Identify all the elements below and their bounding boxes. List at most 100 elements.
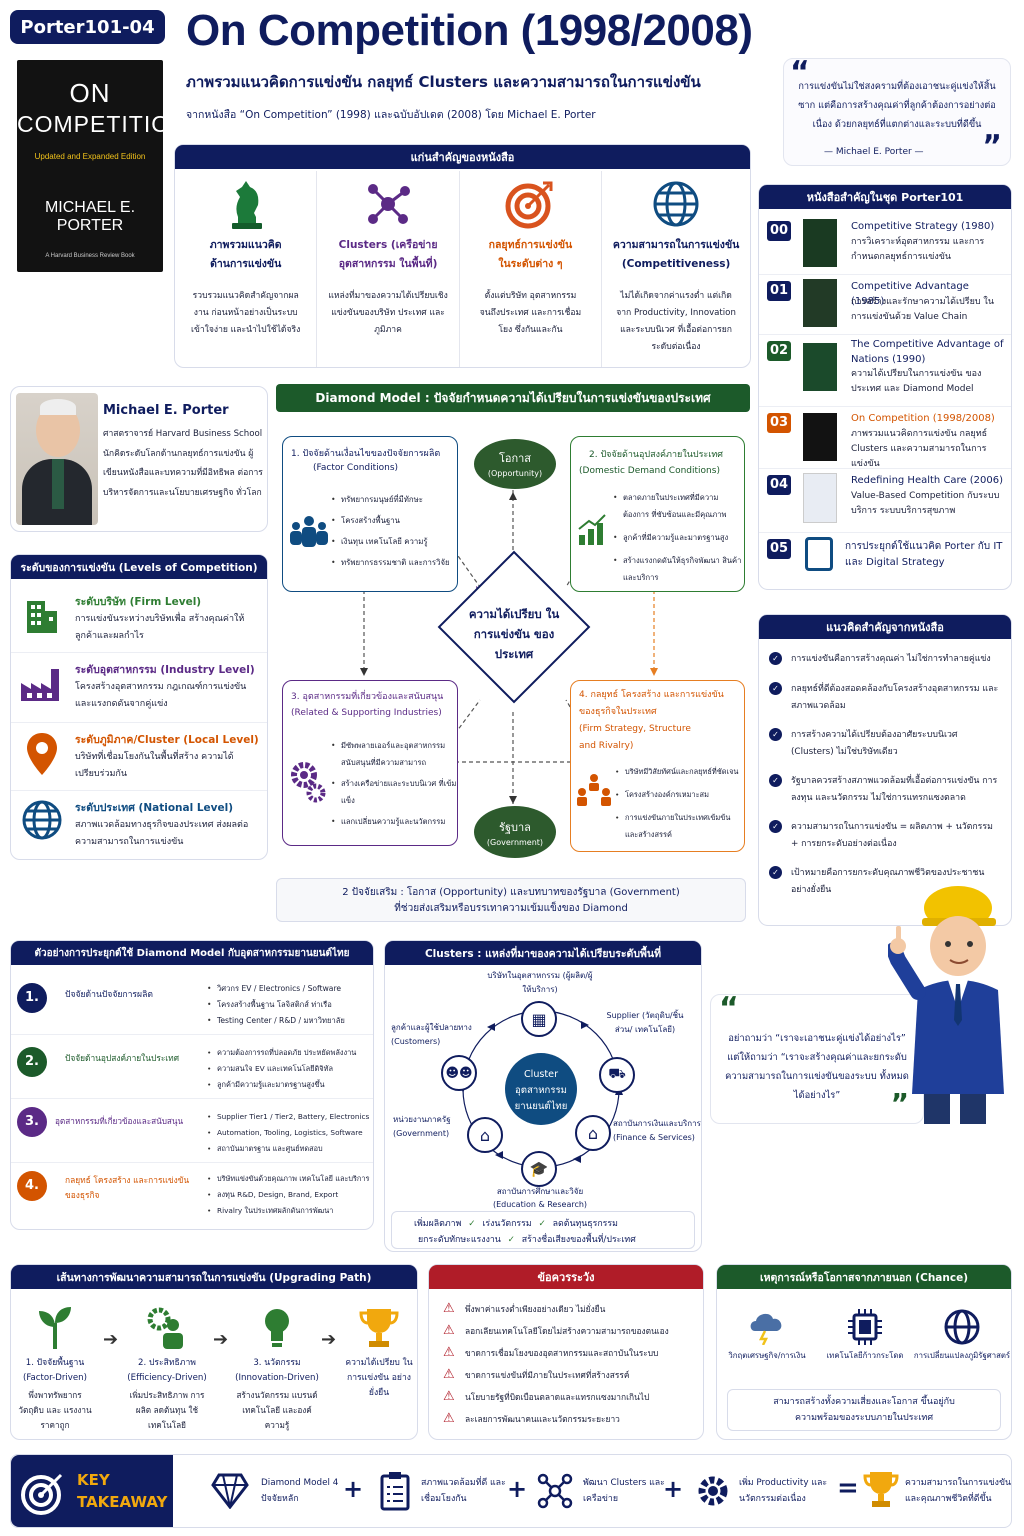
example-row: 3. อุตสาหกรรมที่เกี่ยวข้องและสนับสนุน Su…: [11, 1101, 373, 1163]
growth-chart-icon: [578, 514, 606, 545]
factor-item: โครงสร้างพื้นฐาน: [331, 510, 457, 531]
cautions-section: ข้อควรระวัง ⚠พึ่งพาค่าแรงต่ำเพียงอย่างเด…: [428, 1264, 704, 1440]
upgrade-step-desc: พึ่งพาทรัพยากร วัตถุดิบ และ แรงงานราคาถู…: [18, 1390, 92, 1430]
related-sub: (Related & Supporting Industries): [291, 708, 442, 718]
series-desc: ภาพรวมแนวคิดการแข่งขัน กลยุทธ์ Clusters …: [851, 429, 988, 469]
upgrade-section: เส้นทางการพัฒนาความสามารถในการแข่งขัน (U…: [10, 1264, 418, 1440]
chance-header: เหตุการณ์หรือโอกาสจากภายนอก (Chance): [717, 1265, 1011, 1289]
related-list: มีซัพพลายเออร์และอุตสาหกรรม สนับสนุนที่ม…: [331, 737, 457, 830]
demand-list: ตลาดภายในประเทศที่มีความต้องการ ที่ซับซ้…: [613, 489, 743, 586]
level-desc: การแข่งขันระหว่างบริษัทเพื่อ สร้างคุณค่า…: [75, 614, 245, 641]
book-thumb: [803, 473, 837, 523]
example-row-list: บริษัทแข่งขันด้วยคุณภาพ เทคโนโลยี และบริ…: [207, 1171, 373, 1219]
series-title: Redefining Health Care (2006): [851, 475, 1004, 486]
chance-item-label: เทคโนโลยีก้าวกระโดด: [826, 1351, 904, 1360]
example-item: โครงสร้างพื้นฐาน โลจิสติกส์ ท่าเรือ: [207, 997, 371, 1013]
core-item-title: Clusters (เครือข่ายอุตสาหกรรม ในพื้นที่): [338, 239, 438, 270]
strategy-sub: (Firm Strategy, Structure and Rivalry): [579, 724, 691, 751]
level-title: ระดับอุตสาหกรรม (Industry Level): [75, 664, 255, 676]
arrow-right-icon: ➔: [103, 1329, 119, 1350]
caution-item: ⚠ขาดการแข่งขันที่มีภายในประเทศที่สร้างสร…: [443, 1367, 630, 1382]
example-item: Testing Center / R&D / มหาวิทยาลัย: [207, 1013, 371, 1029]
takeaway-item: เพิ่ม Productivity และนวัตกรรมต่อเนื่อง: [695, 1471, 845, 1511]
benefit-item: สร้างชื่อเสียงของพื้นที่/ประเทศ: [521, 1235, 636, 1245]
chance-sub: (Opportunity): [487, 469, 543, 478]
series-title: Competitive Advantage (1985): [851, 281, 969, 307]
clusters-section: Clusters : แหล่งที่มาของความได้เปรียบระด…: [384, 940, 702, 1252]
core-item-strategy: กลยุทธ์การแข่งขัน ในระดับต่าง ๆ ตั้งแต่บ…: [460, 171, 603, 367]
example-item: สถาบันมาตรฐาน และศูนย์ทดสอบ: [207, 1141, 373, 1157]
series-title: Competitive Strategy (1980): [851, 221, 995, 232]
strategy-item: บริษัทมีวิสัยทัศน์และกลยุทธ์ที่ชัดเจน: [615, 763, 743, 780]
example-row-list: ความต้องการรถที่ปลอดภัย ประหยัดพลังงาน ค…: [207, 1045, 373, 1093]
related-item: มีซัพพลายเออร์และอุตสาหกรรม สนับสนุนที่ม…: [331, 737, 457, 771]
cluster-node-education: 🎓: [521, 1151, 557, 1187]
takeaway-item-text: เพิ่ม Productivity และนวัตกรรมต่อเนื่อง: [739, 1478, 828, 1504]
factor-item: ทรัพยากรธรรมชาติ และการวิจัย: [331, 552, 457, 573]
example-row-title: อุตสาหกรรมที่เกี่ยวข้องและสนับสนุน: [55, 1116, 184, 1126]
globe-icon: [944, 1309, 980, 1345]
ideas-header: แนวคิดสำคัญจากหนังสือ: [759, 615, 1011, 639]
gears-icon: [291, 762, 326, 803]
check-icon: ✓: [769, 728, 782, 741]
globe-icon: [653, 181, 699, 227]
level-desc: บริษัทที่เชื่อมโยงกันในพื้นที่สร้าง ความ…: [75, 752, 234, 779]
org-chart-icon: [577, 774, 611, 806]
cluster-node-label: สถาบันการศึกษาและวิจัย (Education & Rese…: [492, 1187, 588, 1209]
check-icon: ✓: [769, 774, 782, 787]
series-desc: ความได้เปรียบในการแข่งขัน ของประเทศ และ …: [851, 369, 982, 394]
takeaway-item-text: พัฒนา Clusters และเครือข่าย: [583, 1478, 665, 1504]
plus-icon: +: [663, 1475, 684, 1503]
series-section: หนังสือสำคัญในชุด Porter101 00 Competiti…: [758, 184, 1012, 590]
cluster-center: [505, 1053, 577, 1125]
series-item[interactable]: 01 Competitive Advantage (1985) การสร้าง…: [759, 275, 1011, 335]
diamond-center-text: ความได้เปรียบ ในการแข่งขัน ของประเทศ: [468, 607, 560, 661]
caution-item: ⚠ละเลยการพัฒนาคนและนวัตกรรมระยะยาว: [443, 1411, 620, 1426]
takeaway-label-1: KEY: [77, 1471, 110, 1489]
diamond-note: 2 ปัจจัยเสริม : โอกาส (Opportunity) และบ…: [276, 878, 746, 922]
core-item-clusters: Clusters (เครือข่ายอุตสาหกรรม ในพื้นที่)…: [317, 171, 460, 367]
example-item: วิศวกร EV / Electronics / Software: [207, 981, 371, 997]
series-item[interactable]: 02 The Competitive Advantage of Nations …: [759, 335, 1011, 407]
core-item-title: กลยุทธ์การแข่งขัน ในระดับต่าง ๆ: [488, 239, 573, 270]
upgrade-step-title: ความได้เปรียบ ในการแข่งขัน อย่างยั่งยืน: [345, 1358, 413, 1398]
diamond-demand-box: 2. ปัจจัยด้านอุปสงค์ภายในประเทศ (Domesti…: [570, 436, 745, 592]
cluster-benefits: เพิ่มผลิตภาพ ✓ เร่งนวัตกรรม ✓ ลดต้นทุนธุ…: [391, 1211, 695, 1249]
cluster-center-text: Cluster อุตสาหกรรม ยานยนต์ไทย: [514, 1069, 568, 1112]
example-row: 1. ปัจจัยด้านปัจจัยการผลิต วิศวกร EV / E…: [11, 973, 373, 1035]
check-icon: ✓: [769, 820, 782, 833]
example-item: ความต้องการรถที่ปลอดภัย ประหยัดพลังงาน: [207, 1045, 373, 1061]
ideas-section: แนวคิดสำคัญจากหนังสือ ✓การแข่งขันคือการส…: [758, 614, 1012, 926]
diamond-government-node: รัฐบาล (Government): [474, 806, 556, 858]
series-item[interactable]: 05 การประยุกต์ใช้แนวคิด Porter กับ IT แล…: [759, 533, 1011, 579]
page-source: จากหนังสือ “On Competition” (1998) และฉบ…: [186, 109, 596, 121]
levels-header: ระดับของการแข่งขัน (Levels of Competitio…: [11, 555, 267, 579]
warning-icon: ⚠: [443, 1345, 455, 1360]
series-item[interactable]: 00 Competitive Strategy (1980) การวิเครา…: [759, 215, 1011, 275]
benefit-item: ยกระดับทักษะแรงงาน: [418, 1235, 501, 1245]
series-num: 02: [767, 341, 791, 361]
quote-card-mid: “ อย่าถามว่า “เราจะเอาชนะคู่แข่งได้อย่าง…: [710, 991, 924, 1124]
lightbulb-icon: [265, 1309, 289, 1347]
arrow-right-icon: ➔: [213, 1329, 229, 1350]
idea-item: ✓การแข่งขันคือการสร้างคุณค่า ไม่ใช่การทำ…: [767, 651, 1001, 681]
level-item-national: ระดับประเทศ (National Level) สภาพแวดล้อม…: [11, 793, 267, 859]
building-icon: [27, 601, 57, 633]
upgrade-step-result: ความได้เปรียบ ในการแข่งขัน อย่างยั่งยืน: [341, 1305, 417, 1401]
idea-item: ✓ความสามารถในการแข่งขัน = ผลิตภาพ + นวัต…: [767, 819, 1001, 865]
idea-item: ✓เป้าหมายคือการยกระดับคุณภาพชีวิตของประช…: [767, 865, 1001, 905]
cautions-list: ⚠พึ่งพาค่าแรงต่ำเพียงอย่างเดียว ไม่ยั่งย…: [443, 1301, 697, 1433]
takeaway-label-box: KEY TAKEAWAY: [11, 1455, 173, 1527]
cover-title-1: ON: [69, 78, 111, 108]
target-icon: [21, 1473, 63, 1515]
cover-publisher: A Harvard Business Review Book: [45, 253, 135, 259]
upgrade-step-title: 2. ประสิทธิภาพ (Efficiency-Driven): [127, 1358, 207, 1383]
caution-item: ⚠ลอกเลียนเทคโนโลยีโดยไม่สร้างความสามารถข…: [443, 1323, 669, 1338]
series-item-current[interactable]: 03 On Competition (1998/2008) ภาพรวมแนวค…: [759, 407, 1011, 469]
example-row-title: กลยุทธ์ โครงสร้าง และการแข่งขัน ของธุรกิ…: [65, 1175, 190, 1200]
map-pin-icon: [27, 733, 57, 775]
upgrade-step-title: 3. นวัตกรรม (Innovation-Driven): [235, 1358, 319, 1383]
gear-worker-icon: [147, 1307, 183, 1349]
series-item[interactable]: 04 Redefining Health Care (2006) Value-B…: [759, 469, 1011, 533]
example-row: 2. ปัจจัยด้านอุปสงค์ภายในประเทศ ความต้อง…: [11, 1037, 373, 1099]
